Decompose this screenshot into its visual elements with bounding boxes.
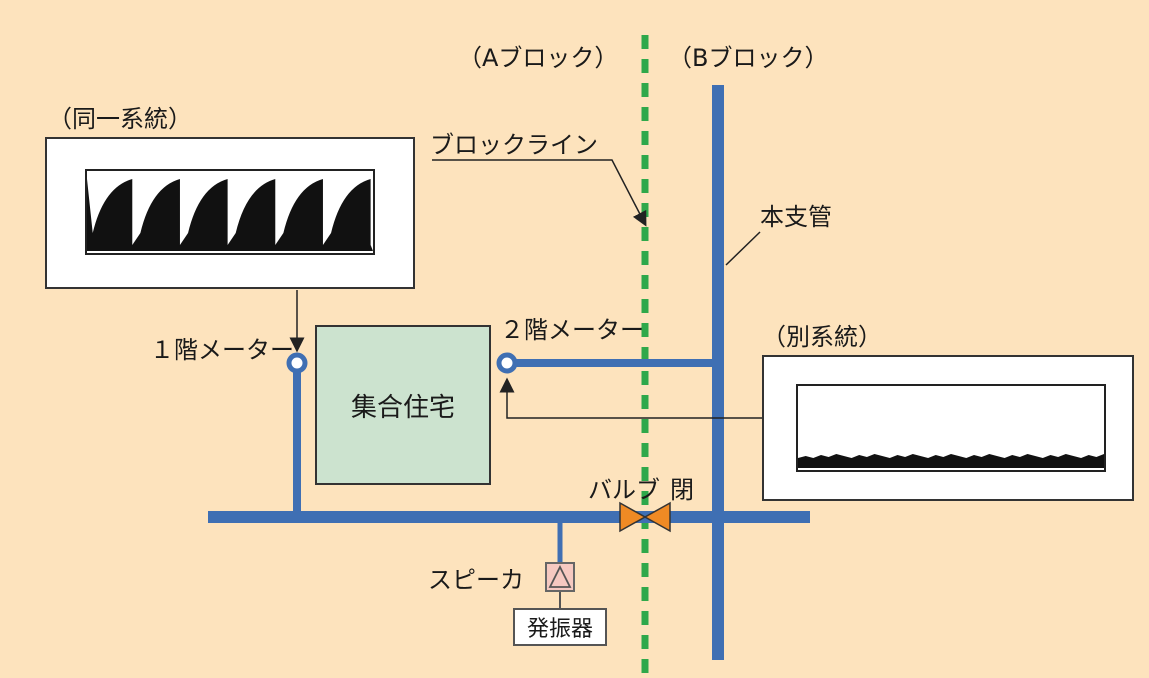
block-a-label: （Aブロック） [458,44,619,72]
same-system-waveform-graph [87,179,373,251]
speaker-label: スピーカ [428,566,524,594]
pointer-main-pipe [725,231,761,266]
other-system-wave-path [798,454,1104,468]
main-pipe-label: 本支管 [760,203,832,231]
meter-2f-label: ２階メーター [500,316,644,344]
other-system-waveform [796,384,1106,472]
other-system-waveform-graph [798,454,1104,468]
other-system-label: （別系統） [762,323,882,351]
valve-label: バルブ [588,476,660,504]
housing-building: 集合住宅 [315,325,491,485]
same-system-panel [45,137,415,289]
arrow-block-line [432,159,647,227]
same-system-wave-path [87,179,373,251]
other-system-panel [762,355,1134,501]
valve-icon [619,501,671,533]
oscillator-label: 発振器 [526,617,593,642]
same-system-waveform [85,169,375,255]
speaker-icon [545,562,575,592]
meter-1f-icon [286,352,308,374]
valve-state-label: 閉 [670,476,694,504]
same-system-label: （同一系統） [48,105,192,133]
meter-1f-label: １階メーター [150,336,294,364]
meter-2f-icon [496,352,518,374]
block-b-label: （Bブロック） [668,44,829,72]
arrow-to-2f-meter [499,377,762,419]
housing-label: 集合住宅 [350,392,455,423]
block-line-label: ブロックライン [430,131,598,159]
oscillator-box: 発振器 [513,608,607,646]
